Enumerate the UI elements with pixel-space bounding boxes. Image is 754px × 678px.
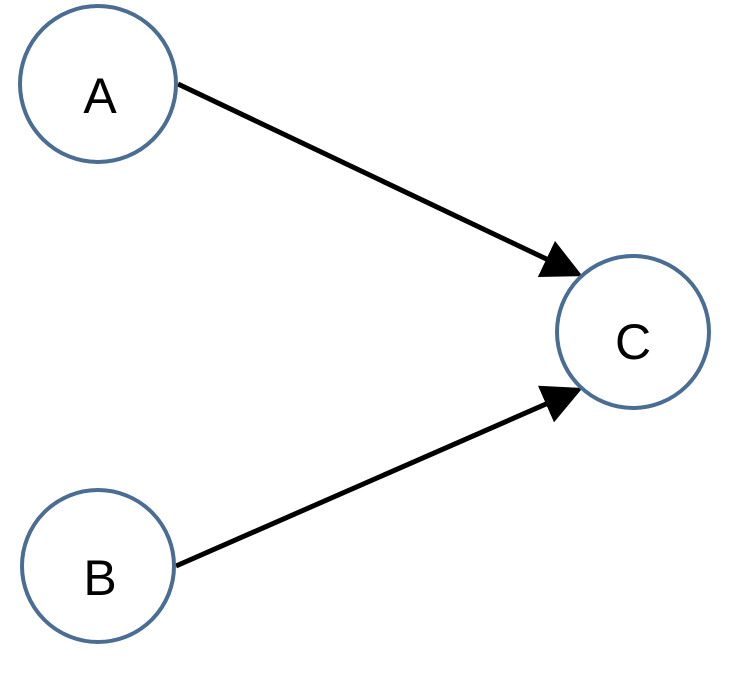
node-c[interactable]: C — [555, 254, 711, 410]
node-b-label: B — [83, 550, 116, 606]
node-a-circle — [18, 4, 178, 164]
edge-b-to-c — [174, 385, 583, 569]
edge-a-to-c — [176, 81, 583, 278]
node-a-label: A — [83, 68, 117, 124]
node-b-circle — [20, 488, 176, 644]
node-b[interactable]: B — [20, 488, 176, 644]
node-c-circle — [555, 254, 711, 410]
node-c-label: C — [615, 314, 651, 370]
node-a[interactable]: A — [18, 4, 178, 164]
